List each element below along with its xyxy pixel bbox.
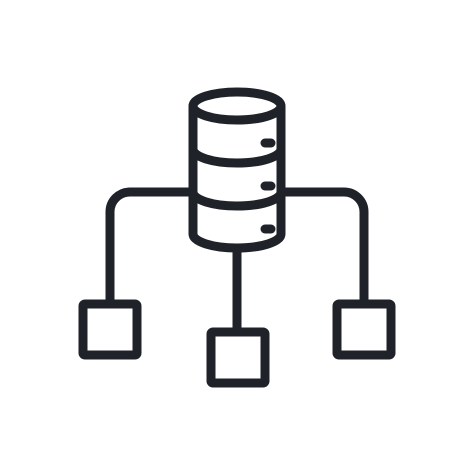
database-divider-1	[188, 144, 286, 168]
database-divider-2	[188, 187, 286, 211]
connector-left	[105, 187, 198, 309]
connector-right	[276, 187, 369, 309]
database-top-ellipse	[188, 87, 286, 125]
node-left	[78, 299, 142, 360]
node-center	[206, 327, 270, 388]
node-right	[332, 299, 396, 360]
